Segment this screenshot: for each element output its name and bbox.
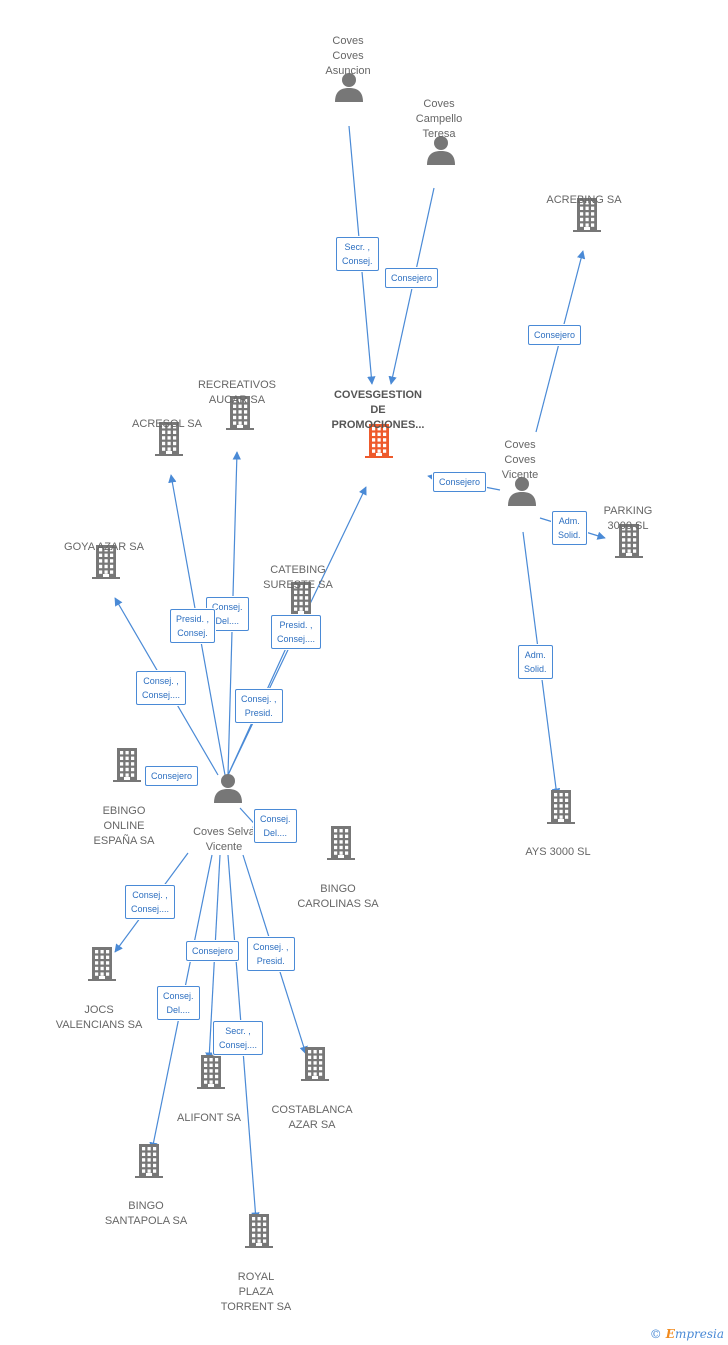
edge-role-label[interactable]: Presid. , Consej. bbox=[170, 609, 216, 643]
edge-role-label[interactable]: Secr. , Consej.... bbox=[213, 1021, 264, 1055]
edge-role-label[interactable]: Consej. , Presid. bbox=[247, 937, 295, 971]
building-icon[interactable] bbox=[243, 1212, 275, 1253]
person-name-label[interactable]: Coves Coves Vicente bbox=[501, 439, 539, 481]
company-name-label[interactable]: ALIFONT SA bbox=[177, 1112, 241, 1124]
company-name-label[interactable]: CATEBING SURESTE SA bbox=[263, 564, 333, 591]
edge-role-label[interactable]: Consejero bbox=[145, 766, 199, 786]
company-name-label[interactable]: AYS 3000 SL bbox=[525, 846, 591, 858]
person-icon[interactable] bbox=[426, 135, 456, 170]
company-name-label[interactable]: PARKING 3000 SL bbox=[603, 505, 653, 532]
company-name-label[interactable]: COVESGESTION DE PROMOCIONES... bbox=[331, 389, 425, 431]
building-icon[interactable] bbox=[195, 1053, 227, 1094]
company-name-label[interactable]: BINGO CAROLINAS SA bbox=[297, 883, 379, 910]
building-icon[interactable] bbox=[545, 788, 577, 829]
company-name-label[interactable]: EBINGO ONLINE ESPAÑA SA bbox=[93, 805, 155, 847]
person-name-label[interactable]: Coves Coves Asuncion bbox=[325, 35, 371, 77]
copyright-symbol: © bbox=[649, 1327, 662, 1341]
edge-role-label[interactable]: Consej. , Consej.... bbox=[136, 671, 187, 705]
edge-role-label[interactable]: Consej. Del.... bbox=[254, 809, 297, 843]
person-name-label[interactable]: Coves Campello Teresa bbox=[415, 98, 463, 140]
edge-role-label[interactable]: Consej. , Presid. bbox=[235, 689, 283, 723]
edge-role-label[interactable]: Consej. Del.... bbox=[157, 986, 200, 1020]
building-icon[interactable] bbox=[133, 1142, 165, 1183]
building-icon[interactable] bbox=[153, 420, 185, 461]
edge-role-label[interactable]: Consej. , Consej.... bbox=[125, 885, 176, 919]
company-name-label[interactable]: GOYA AZAR SA bbox=[64, 541, 144, 553]
edge-role-label[interactable]: Adm. Solid. bbox=[518, 645, 553, 679]
edge-role-label[interactable]: Adm. Solid. bbox=[552, 511, 587, 545]
edge-role-label[interactable]: Presid. , Consej.... bbox=[271, 615, 322, 649]
building-icon[interactable] bbox=[86, 945, 118, 986]
person-icon[interactable] bbox=[507, 476, 537, 511]
company-name-label[interactable]: BINGO SANTAPOLA SA bbox=[104, 1200, 188, 1227]
edge-role-label[interactable]: Secr. , Consej. bbox=[336, 237, 379, 271]
company-name-label[interactable]: RECREATIVOS AUCAR SA bbox=[197, 379, 277, 406]
edge-role-label[interactable]: Consejero bbox=[433, 472, 487, 492]
person-icon[interactable] bbox=[213, 773, 243, 808]
empresia-logo: ©Empresia bbox=[650, 1327, 724, 1341]
company-name-label[interactable]: COSTABLANCA AZAR SA bbox=[271, 1104, 353, 1131]
company-name-label[interactable]: ACRESOL SA bbox=[132, 418, 202, 430]
main-company-building-icon[interactable] bbox=[363, 422, 395, 463]
logo-text: mpresia bbox=[674, 1327, 724, 1341]
building-icon[interactable] bbox=[90, 543, 122, 584]
edge-role-label[interactable]: Consejero bbox=[528, 325, 582, 345]
building-icon[interactable] bbox=[325, 824, 357, 865]
building-icon[interactable] bbox=[111, 746, 143, 787]
logo-letter: E bbox=[665, 1327, 675, 1341]
person-name-label[interactable]: Coves Selva Vicente bbox=[193, 826, 255, 853]
person-icon[interactable] bbox=[334, 72, 364, 107]
building-icon[interactable] bbox=[299, 1045, 331, 1086]
building-icon[interactable] bbox=[224, 394, 256, 435]
edge-role-label[interactable]: Consejero bbox=[385, 268, 439, 288]
company-name-label[interactable]: ACREBING SA bbox=[546, 194, 622, 206]
building-icon[interactable] bbox=[613, 522, 645, 563]
building-icon[interactable] bbox=[285, 580, 317, 621]
building-icon[interactable] bbox=[571, 196, 603, 237]
company-name-label[interactable]: JOCS VALENCIANS SA bbox=[55, 1004, 143, 1031]
company-name-label[interactable]: ROYAL PLAZA TORRENT SA bbox=[220, 1271, 292, 1313]
edge-role-label[interactable]: Consejero bbox=[186, 941, 240, 961]
